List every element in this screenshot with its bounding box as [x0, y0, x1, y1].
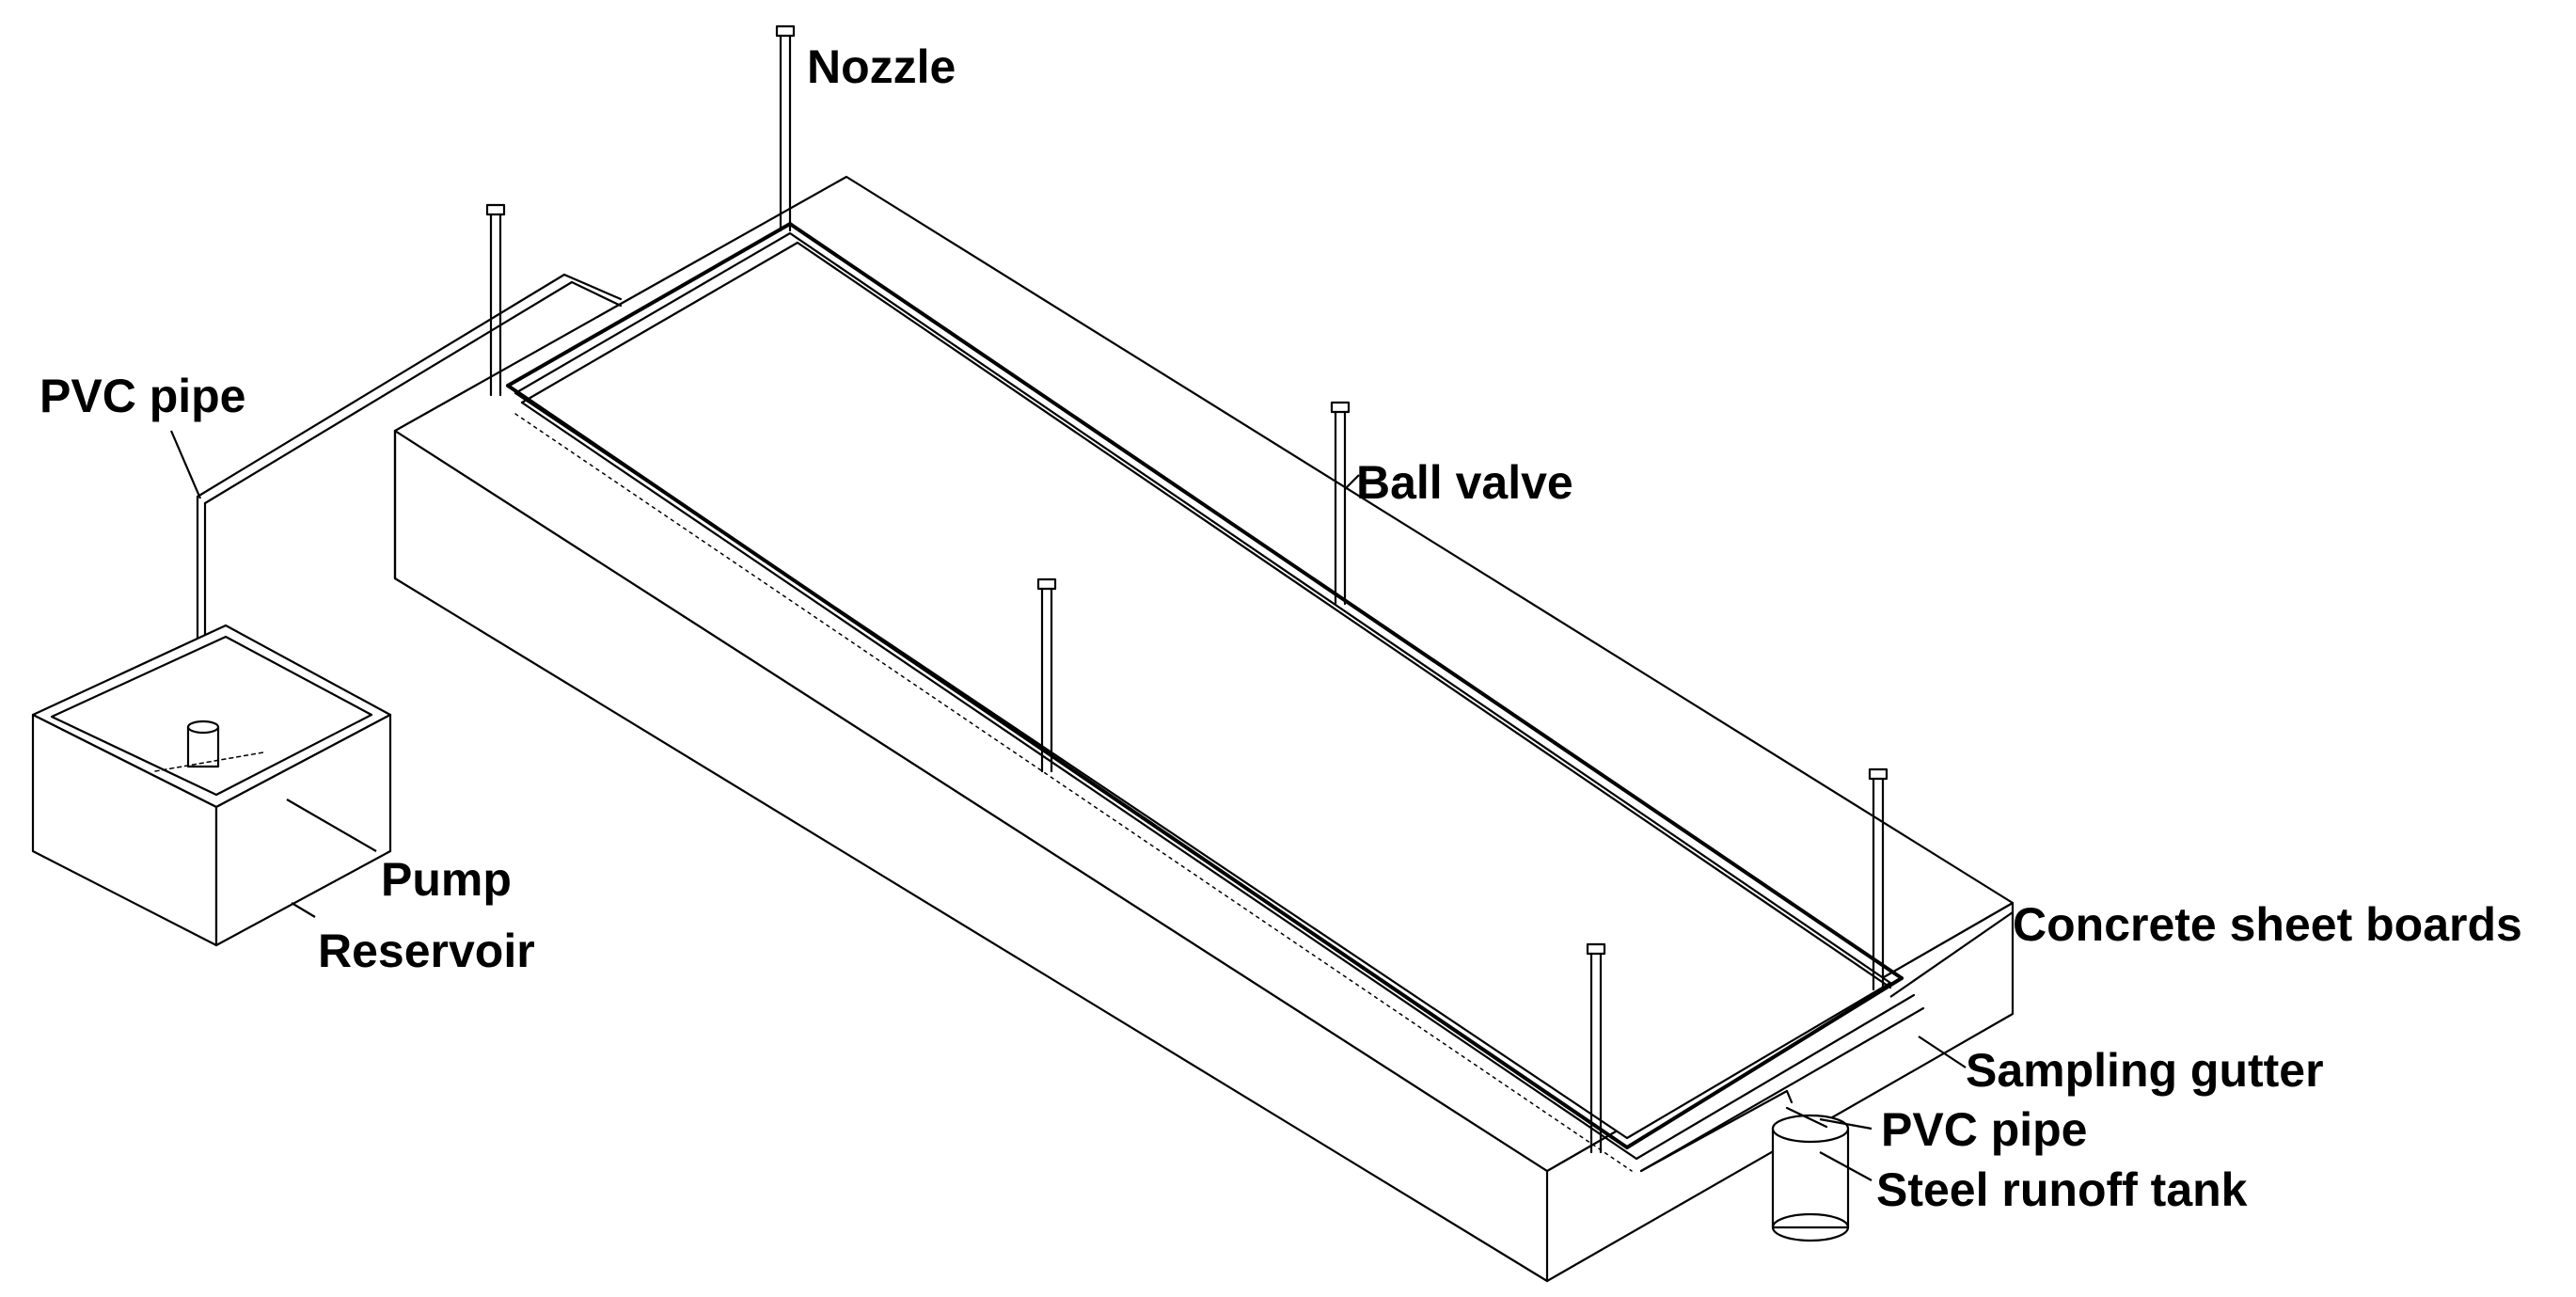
label-pump: Pump [381, 853, 512, 906]
riser-right [1868, 767, 1889, 991]
label-nozzle: Nozzle [807, 40, 956, 93]
labels: Nozzle PVC pipe Ball valve Pump Reservoi… [40, 40, 2522, 1216]
sampling-gutter [1639, 1089, 1794, 1173]
leader-runoff-tank [1819, 1151, 1873, 1181]
leader-concrete-boards [1889, 911, 2014, 998]
leader-pvc-pipe-bottom [1819, 1117, 1873, 1131]
leader-lines [169, 430, 2014, 1181]
riser-top [775, 24, 796, 232]
leader-pump [286, 799, 377, 852]
reservoir [31, 624, 392, 947]
leader-pvc-pipe-top [169, 430, 202, 499]
riser-middle [1036, 577, 1057, 773]
leader-reservoir [291, 902, 316, 918]
pump [154, 720, 264, 772]
label-steel-runoff-tank: Steel runoff tank [1876, 1163, 2248, 1216]
riser-back-left [485, 203, 506, 397]
label-sampling-gutter: Sampling gutter [1966, 1044, 2324, 1097]
label-concrete-sheet-boards: Concrete sheet boards [2013, 898, 2522, 951]
nozzle-risers [485, 24, 1889, 1154]
steel-runoff-tank [1771, 1106, 1850, 1242]
label-reservoir: Reservoir [318, 925, 535, 977]
leader-ball-valve [1344, 474, 1360, 490]
riser-front-right [1586, 942, 1606, 1154]
label-pvc-pipe-bottom: PVC pipe [1881, 1103, 2087, 1156]
plot-frame [506, 222, 1925, 1173]
label-ball-valve: Ball valve [1356, 456, 1573, 509]
leader-sampling-gutter [1918, 1036, 1967, 1068]
label-pvc-pipe-top: PVC pipe [40, 370, 245, 422]
riser-ball-valve [1330, 401, 1351, 606]
